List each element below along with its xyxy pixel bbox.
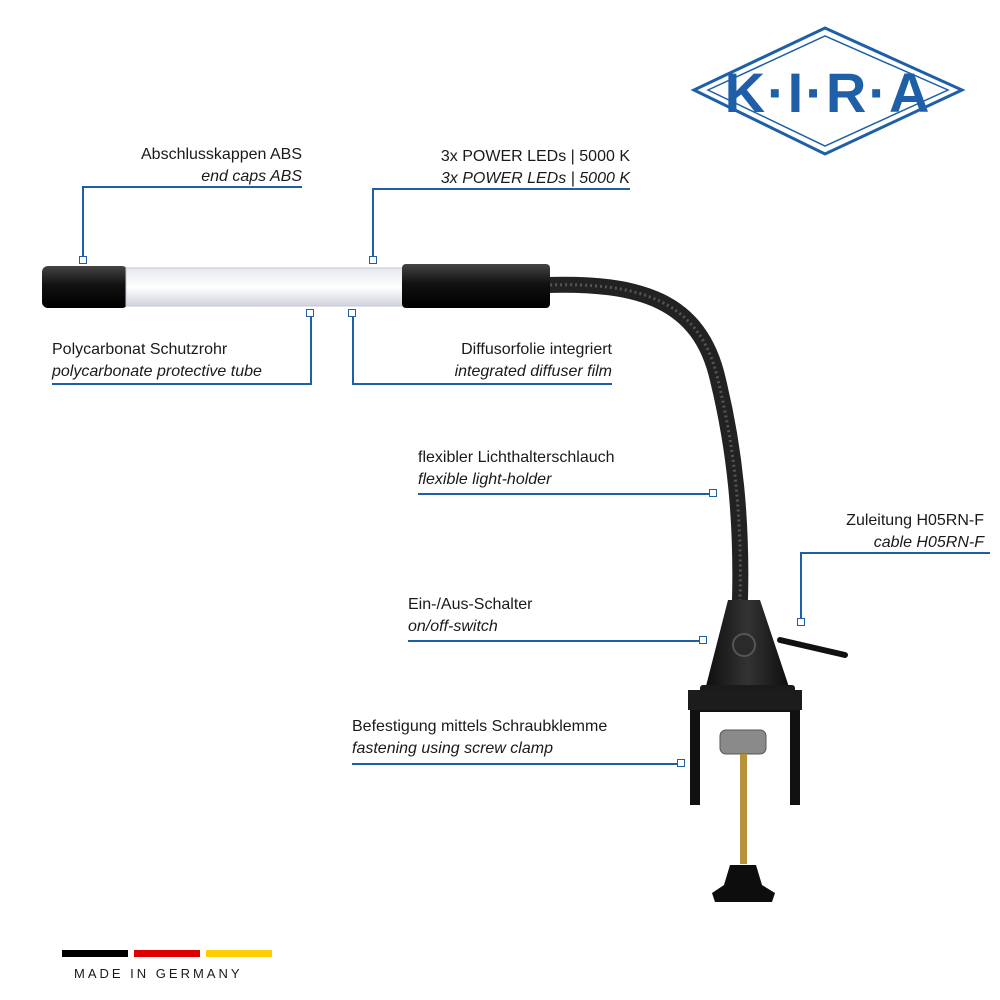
- flag-stripe-black: [62, 950, 128, 957]
- clamp-screw: [740, 754, 747, 864]
- label-tube: Polycarbonat Schutzrohr polycarbonate pr…: [52, 341, 262, 380]
- clamp-knob: [712, 865, 775, 902]
- leader-diffuser: [352, 317, 354, 383]
- leader-end-caps: [82, 186, 302, 188]
- leader-switch: [408, 640, 700, 642]
- logo-text: K·I·R·A: [725, 61, 932, 124]
- leader-clamp: [352, 763, 678, 765]
- label-end-caps: Abschlusskappen ABS end caps ABS: [141, 146, 302, 185]
- leader-gooseneck: [418, 493, 710, 495]
- made-in-germany: MADE IN GERMANY: [74, 966, 243, 981]
- end-cap-left: [42, 266, 128, 308]
- switch-button: [732, 633, 756, 657]
- gooseneck-hose: [537, 276, 749, 608]
- leader-tube: [310, 317, 312, 383]
- label-cable: Zuleitung H05RN-F cable H05RN-F: [846, 512, 984, 551]
- kira-logo: K·I·R·A: [690, 26, 966, 156]
- label-clamp: Befestigung mittels Schraubklemme fasten…: [352, 718, 608, 757]
- label-switch: Ein-/Aus-Schalter on/off-switch: [408, 596, 533, 635]
- leader-leds: [372, 188, 630, 190]
- leader-cable: [800, 552, 990, 554]
- label-gooseneck: flexibler Lichthalterschlauch flexible l…: [418, 449, 615, 488]
- flag-stripe-red: [134, 950, 200, 957]
- flag-stripe-gold: [206, 950, 272, 957]
- polycarbonate-tube: [125, 267, 407, 307]
- power-cable: [777, 637, 848, 658]
- end-cap-right: [402, 264, 550, 308]
- label-leds: 3x POWER LEDs | 5000 K 3x POWER LEDs | 5…: [440, 148, 630, 187]
- label-diffuser: Diffusorfolie integriert integrated diff…: [454, 341, 612, 380]
